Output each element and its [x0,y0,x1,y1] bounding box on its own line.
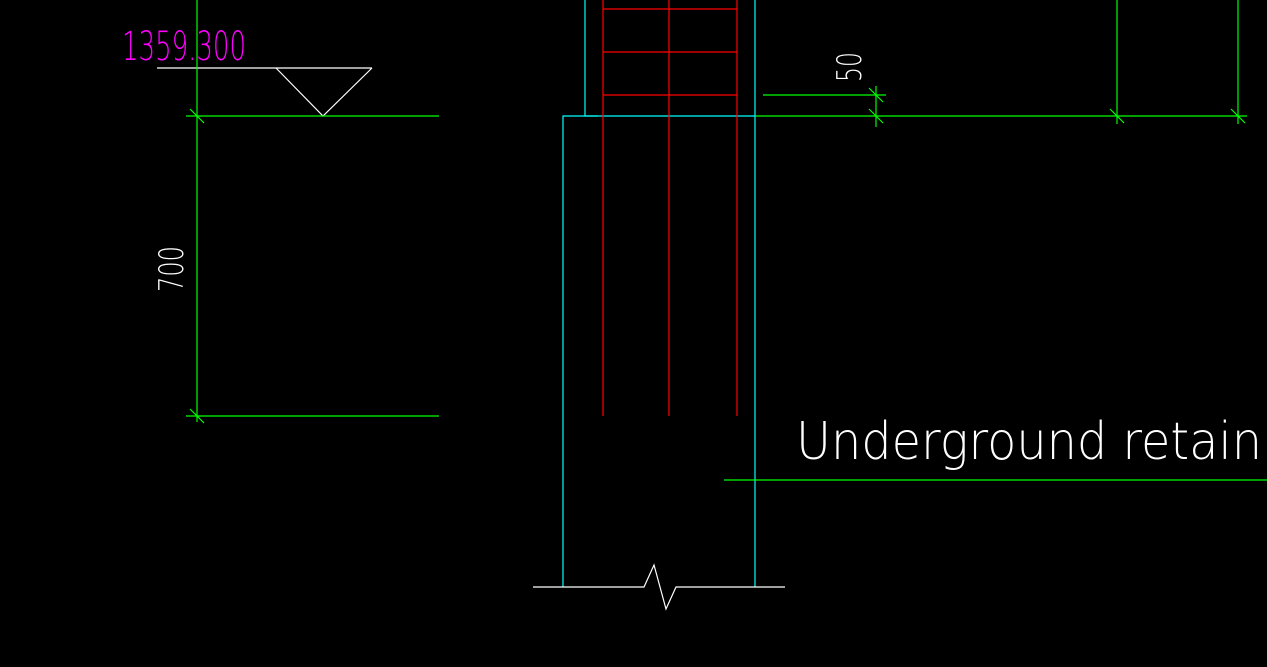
callout: Underground retain [724,412,1267,481]
callout-label: Underground retain [796,412,1262,472]
top-dimension: 50 [755,0,1247,127]
elevation-marker: 1359.300 [122,24,373,117]
retaining-wall-outline [562,0,756,587]
break-line [533,563,785,611]
rebar-cage [602,0,738,416]
elevation-label: 1359.300 [122,24,246,70]
left-dimension: 700 [152,0,439,424]
dim-50-label: 50 [830,52,870,82]
dim-700-label: 700 [152,246,192,292]
